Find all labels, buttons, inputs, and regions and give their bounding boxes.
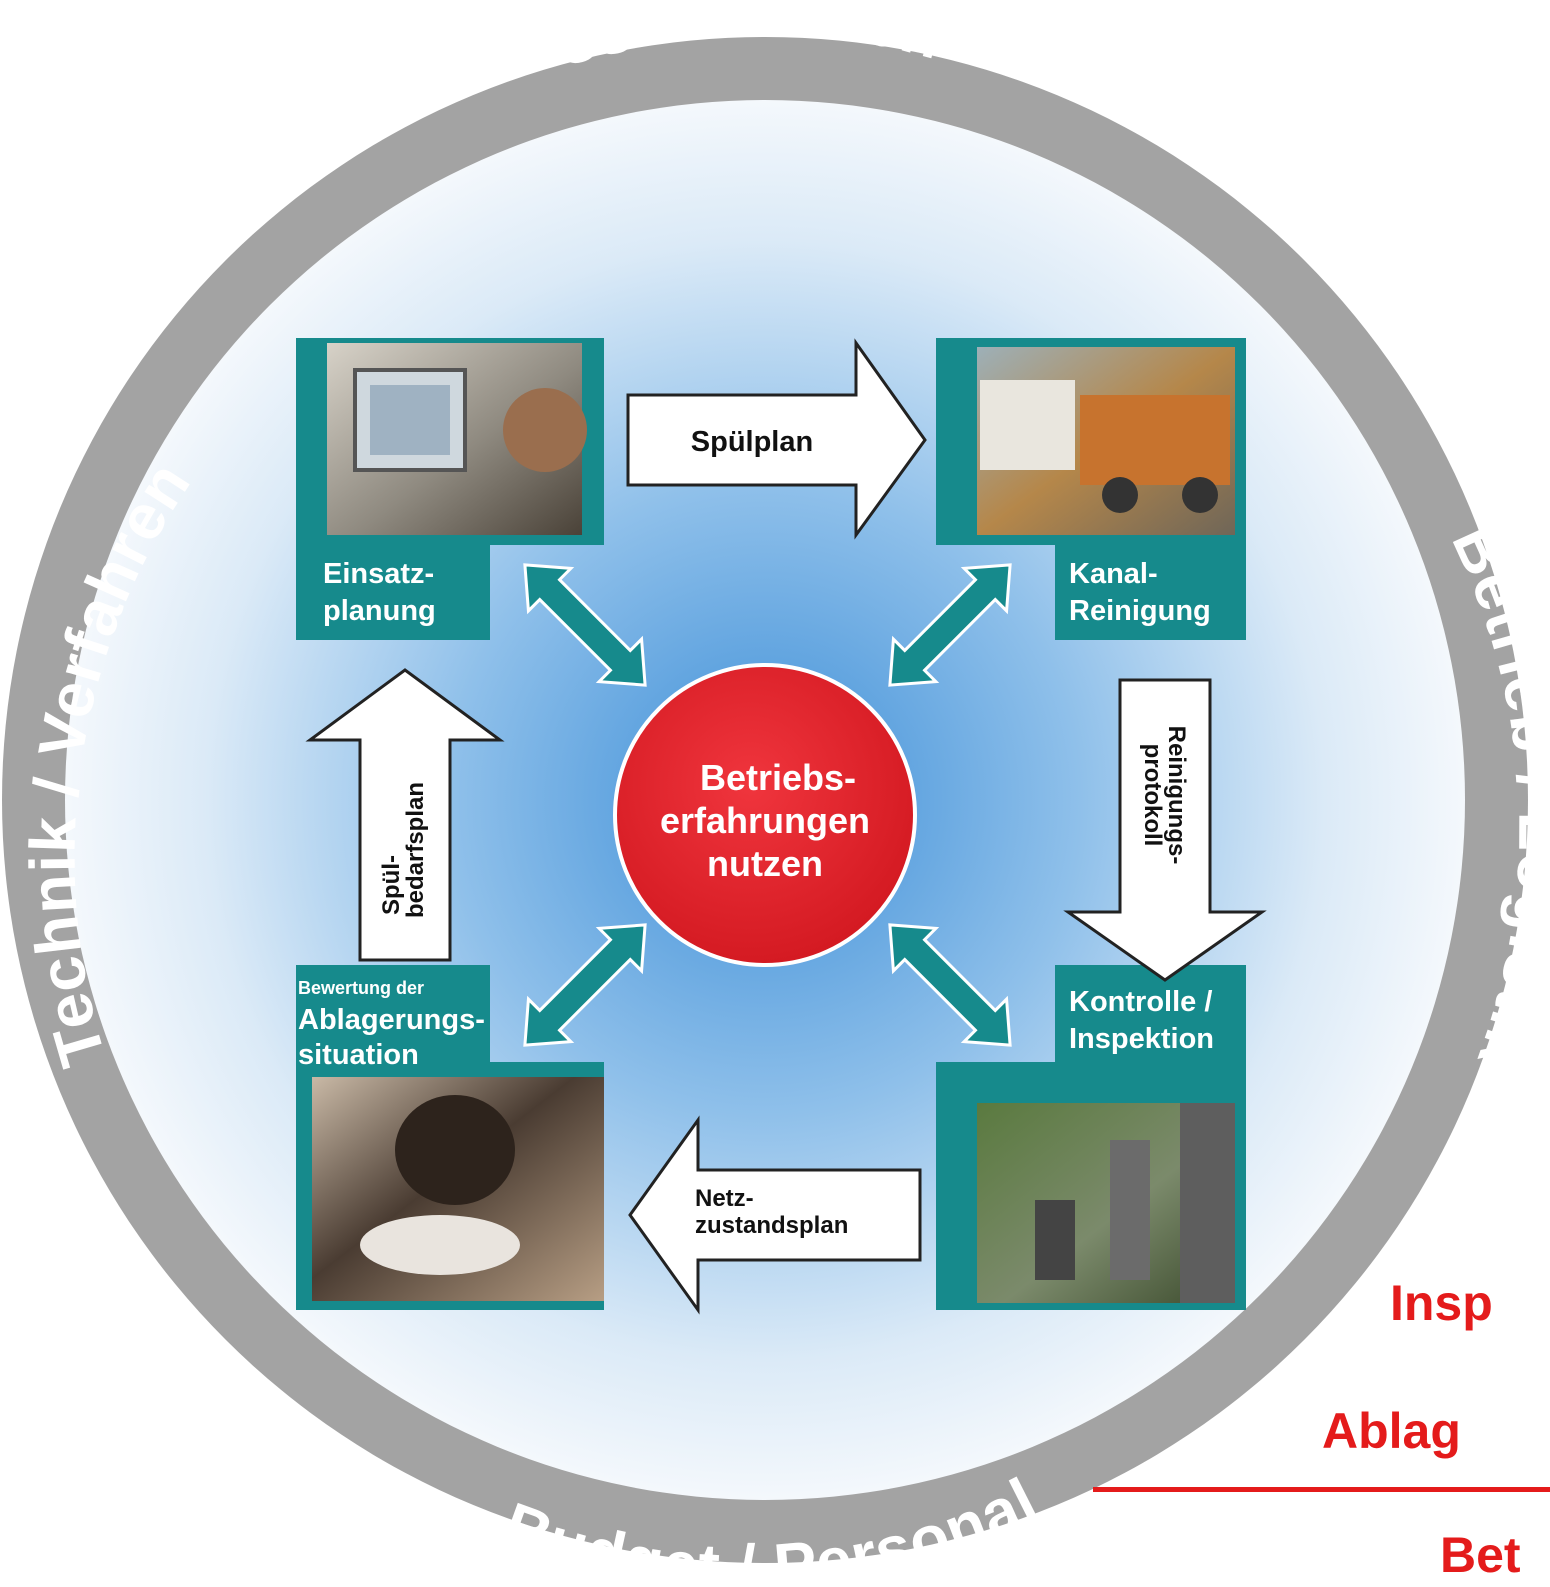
double-arrow-bottom-left (523, 923, 647, 1047)
arrow-reinigungsprotokoll-line1: Reinigungs- (1163, 726, 1190, 865)
arrow-reinigungsprotokoll-line2: protokoll (1139, 744, 1166, 847)
arrow-netzzustandsplan-line1: Netz- (695, 1185, 754, 1212)
double-arrow-bottom-right (888, 923, 1012, 1047)
box-einsatzplanung-line1: Einsatz- (323, 558, 434, 590)
center-circle: Betriebs- erfahrungen nutzen (613, 663, 917, 967)
box-bewertung-line1: Bewertung der (298, 978, 424, 998)
center-line3: nutzen (707, 843, 823, 884)
arrow-spuelbedarfsplan: Spül- bedarfsplan (305, 668, 505, 962)
box-kanal-reinigung-line2: Reinigung (1069, 595, 1211, 627)
box-bewertung: Bewertung der Ablagerungs- situation (296, 965, 604, 1310)
box-einsatzplanung-line2: planung (323, 595, 436, 627)
box-einsatzplanung: Einsatz- planung (296, 338, 604, 640)
center-line2: erfahrungen (660, 800, 870, 841)
box-kontrolle-line2: Inspektion (1069, 1023, 1214, 1055)
box-kontrolle-inspektion: Kontrolle / Inspektion (936, 965, 1246, 1310)
box-kanal-reinigung: Kanal- Reinigung (936, 338, 1246, 640)
arrow-spuelbedarfsplan-line1: Spül- (378, 855, 405, 915)
box-bewertung-line2: Ablagerungs- (298, 1004, 485, 1036)
arrow-netzzustandsplan: Netz- zustandsplan (628, 1115, 922, 1315)
double-arrow-top-left (523, 563, 647, 687)
box-kontrolle-line1: Kontrolle / (1069, 986, 1212, 1018)
arrow-netzzustandsplan-line2: zustandsplan (695, 1212, 848, 1239)
arrow-spuelplan-label: Spülplan (691, 426, 813, 458)
arrow-spuelplan: Spülplan (626, 338, 927, 540)
side-labels: Insp Ablag Bet (1093, 1275, 1550, 1583)
box-kanal-reinigung-line1: Kanal- (1069, 558, 1158, 590)
side-label-1: Insp (1390, 1275, 1493, 1331)
side-underline (1093, 1487, 1550, 1492)
arrow-spuelbedarfsplan-line2: bedarfsplan (402, 782, 429, 918)
center-line1: Betriebs- (700, 757, 856, 798)
side-label-2: Ablag (1322, 1403, 1461, 1459)
arrow-reinigungsprotokoll: Reinigungs- protokoll (1063, 678, 1267, 982)
side-label-3: Bet (1440, 1527, 1521, 1583)
double-arrow-top-right (888, 563, 1012, 687)
box-bewertung-line3: situation (298, 1039, 419, 1071)
